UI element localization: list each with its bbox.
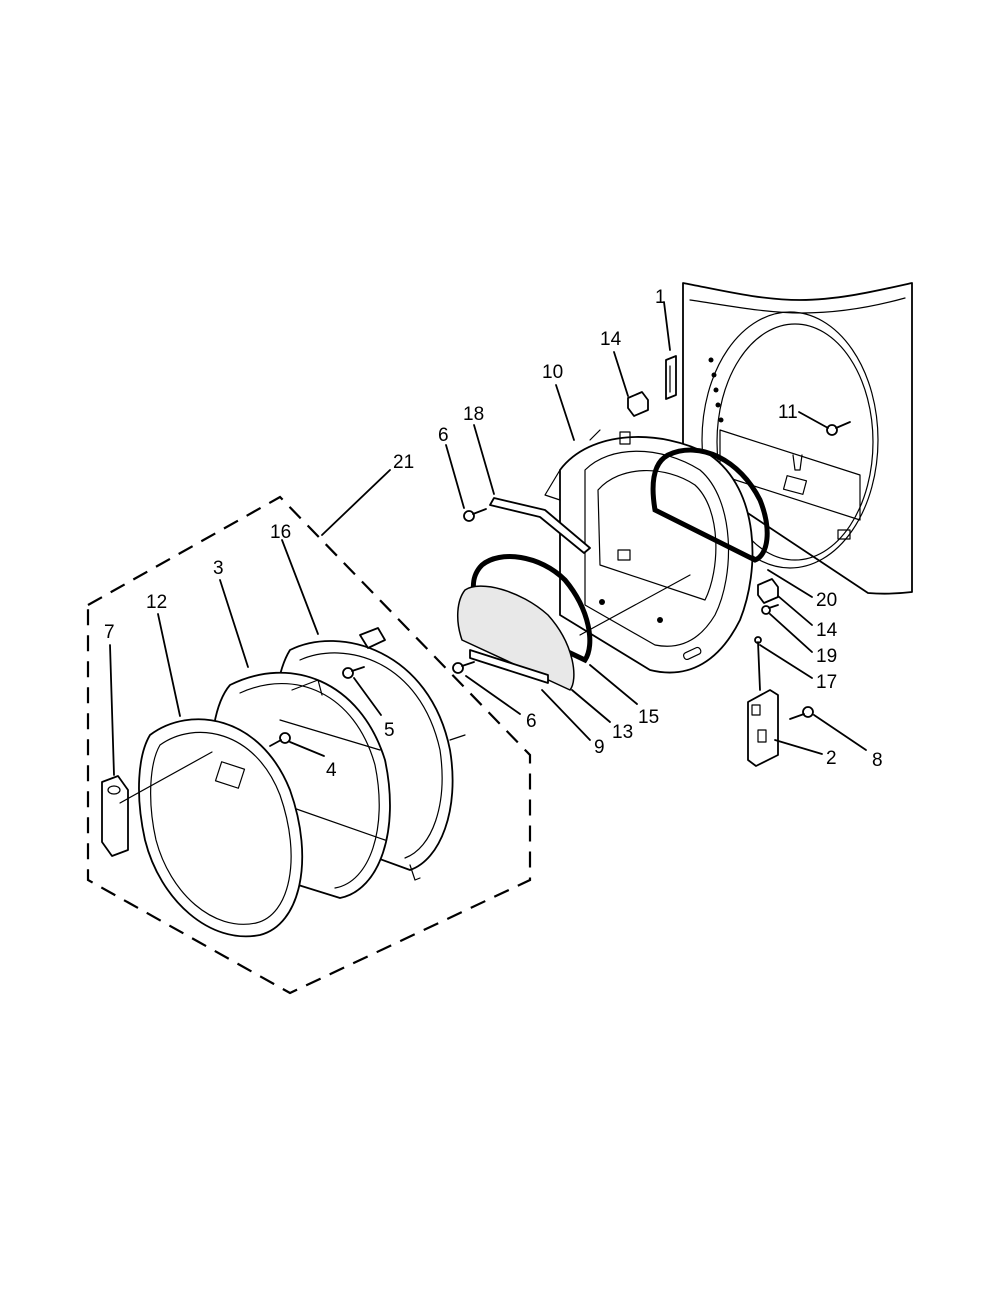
callout-14: 14 — [600, 329, 622, 350]
callout-4: 4 — [326, 760, 337, 781]
callout-2: 2 — [826, 748, 837, 769]
part-10-inner-frame — [544, 429, 754, 674]
part-13-door-glass — [457, 585, 575, 691]
part-11-screw — [826, 421, 851, 436]
callout-7: 7 — [104, 622, 115, 643]
part-9-bar — [469, 649, 549, 684]
callout-9: 9 — [594, 737, 605, 758]
part-19-screw — [761, 604, 779, 615]
part-1-bracket — [665, 355, 677, 400]
part-4-screw — [269, 732, 291, 747]
callout-11: 11 — [778, 402, 798, 423]
callout-1: 1 — [655, 287, 666, 308]
part-6-screw-lower — [452, 661, 475, 674]
callout-17: 17 — [816, 672, 837, 693]
part-8-screw — [789, 706, 814, 720]
door-assembly-group-outline — [86, 495, 532, 995]
callout-13: 13 — [612, 722, 633, 743]
callout-5: 5 — [384, 720, 395, 741]
callout-14b: 14 — [816, 620, 838, 641]
part-6-screw-upper — [463, 508, 487, 522]
part-2-latch — [747, 689, 779, 767]
callout-15: 15 — [638, 707, 659, 728]
callout-21: 21 — [393, 452, 414, 473]
part-18-hinge-bar — [489, 497, 591, 554]
callout-6: 6 — [438, 425, 449, 446]
callout-12: 12 — [146, 592, 167, 613]
callout-labels: 1 14 10 18 6 11 21 16 3 12 7 5 4 6 9 13 … — [104, 287, 883, 781]
callout-19: 19 — [816, 646, 837, 667]
callout-6b: 6 — [526, 711, 537, 732]
part-14-clip-upper — [627, 391, 649, 417]
callout-8: 8 — [872, 750, 883, 771]
part-17-rod — [754, 636, 762, 691]
callout-18: 18 — [463, 404, 484, 425]
callout-3: 3 — [213, 558, 224, 579]
callout-20: 20 — [816, 590, 837, 611]
part-7-handle — [101, 775, 129, 857]
callout-16: 16 — [270, 522, 291, 543]
part-12-outer-ring — [138, 718, 304, 938]
part-5-screw — [342, 666, 365, 679]
part-20-gasket — [650, 447, 770, 563]
front-panel-holes — [708, 357, 724, 423]
callout-10: 10 — [542, 362, 563, 383]
front-panel — [682, 282, 913, 595]
part-14-clip-lower — [757, 578, 779, 604]
leader-lines — [109, 301, 867, 804]
